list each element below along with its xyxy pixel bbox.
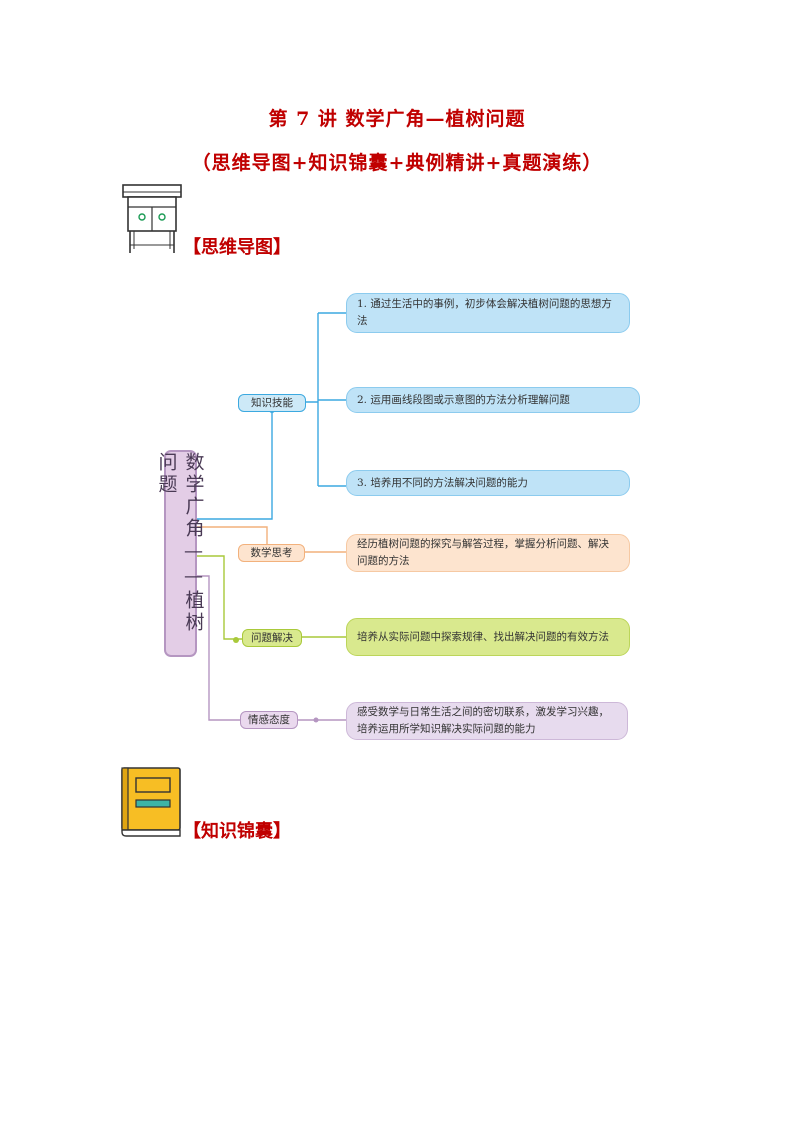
- page-subtitle: （思维导图+知识锦囊+典例精讲+真题演练）: [191, 152, 603, 174]
- detail-emotion-attitude: 感受数学与日常生活之间的密切联系，激发学习兴趣，培养运用所学知识解决实际问题的能…: [346, 702, 628, 740]
- book-icon: [121, 767, 181, 837]
- page-title: 第 7 讲 数学广角—植树问题: [268, 108, 526, 130]
- category-problem-solving: 问题解决: [242, 629, 302, 647]
- mindmap-root: 数学广角——植树问题: [156, 450, 205, 657]
- detail-knowledge-2: 2. 运用画线段图或示意图的方法分析理解问题: [346, 387, 640, 413]
- cabinet-icon: [122, 184, 182, 253]
- section-label-knowledge: 【知识锦囊】: [183, 821, 291, 842]
- detail-math-thinking: 经历植树问题的探究与解答过程，掌握分析问题、解决问题的方法: [346, 534, 630, 572]
- category-emotion-attitude: 情感态度: [240, 711, 298, 729]
- section-label-mindmap: 【思维导图】: [183, 237, 291, 258]
- detail-problem-solving: 培养从实际问题中探索规律、找出解决问题的有效方法: [346, 618, 630, 656]
- category-math-thinking: 数学思考: [238, 544, 305, 562]
- detail-knowledge-1: 1. 通过生活中的事例，初步体会解决植树问题的思想方法: [346, 293, 630, 333]
- detail-knowledge-3: 3. 培养用不同的方法解决问题的能力: [346, 470, 630, 496]
- category-knowledge-skills: 知识技能: [238, 394, 306, 412]
